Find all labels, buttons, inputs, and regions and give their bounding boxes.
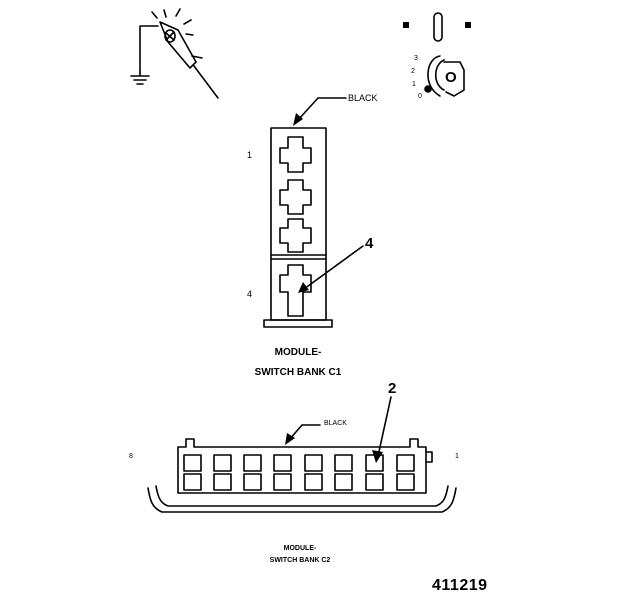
ignition-position-1: 1 xyxy=(412,81,416,88)
c1-color-label: BLACK xyxy=(348,93,378,103)
c1-terminal-cavity xyxy=(279,264,312,317)
c2-terminal-row-bottom xyxy=(183,473,415,491)
c2-pin-label-right: 1 xyxy=(455,453,459,460)
c1-pin-label-bottom: 4 xyxy=(247,289,253,299)
c1-terminal-cavity xyxy=(279,218,312,253)
c1-title: MODULE- SWITCH BANK C1 xyxy=(236,343,360,383)
connector-c2 xyxy=(147,438,457,513)
ignition-key-icon xyxy=(424,55,465,97)
ground-icon xyxy=(130,71,150,85)
c2-terminal-row-top xyxy=(183,454,415,472)
c2-title-line2: SWITCH BANK C2 xyxy=(269,557,331,564)
c1-terminal-cavity xyxy=(279,136,312,173)
c1-callout-number: 4 xyxy=(365,235,374,252)
c2-title: MODULE- SWITCH BANK C2 xyxy=(255,543,345,567)
test-light-probe-icon xyxy=(139,8,219,99)
ignition-position-0: 0 xyxy=(418,93,422,100)
ignition-off-icon xyxy=(403,12,471,42)
c2-color-label: BLACK xyxy=(324,420,347,427)
figure-number: 411219 xyxy=(432,577,488,594)
c1-title-line2: SWITCH BANK C1 xyxy=(254,367,342,378)
c2-callout-number: 2 xyxy=(388,380,397,397)
connector-c1 xyxy=(263,127,333,328)
ignition-position-3: 3 xyxy=(414,55,418,62)
c1-pin-label-top: 1 xyxy=(247,150,253,160)
ignition-position-2: 2 xyxy=(411,68,415,75)
c1-terminal-cavity xyxy=(279,179,312,215)
c2-pin-label-left: 8 xyxy=(129,453,133,460)
ignition-key-label: O xyxy=(445,69,457,86)
c1-title-line1: MODULE- xyxy=(274,347,322,358)
c2-title-line1: MODULE- xyxy=(283,545,317,552)
